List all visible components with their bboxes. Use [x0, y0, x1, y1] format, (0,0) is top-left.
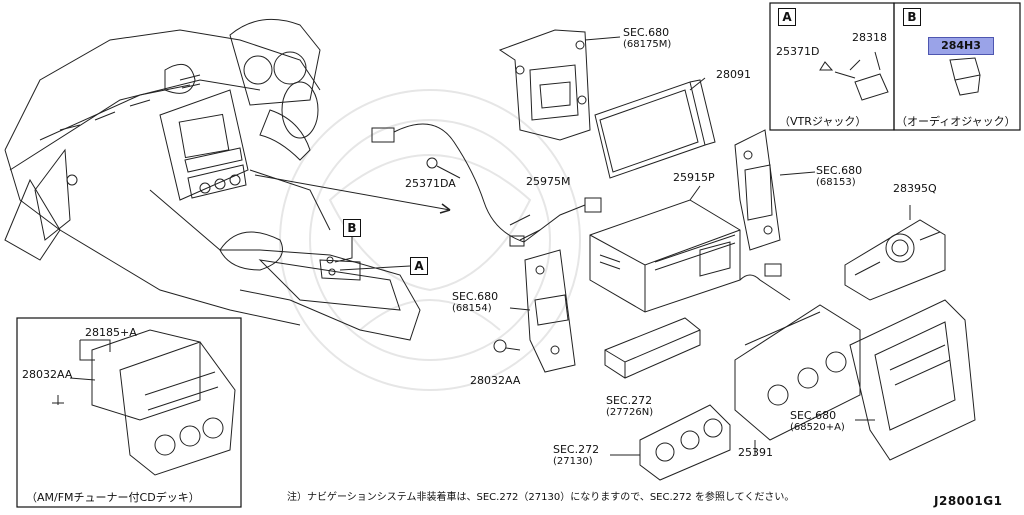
callout-28185A: 28185+A [85, 326, 137, 339]
box-a-caption: （VTRジャック） [779, 115, 867, 128]
sec-ref-27726N[interactable]: SEC.272 (27726N) [606, 395, 653, 419]
sec-ref-label: SEC.272 [553, 443, 600, 456]
heater-controller-27130 [610, 404, 731, 481]
sec-ref-sub: (68520+A) [790, 422, 845, 433]
harness-25975M [371, 123, 602, 247]
callout-28395Q: 28395Q [893, 182, 937, 195]
bezel-68520A [849, 299, 976, 461]
right-bracket [734, 129, 816, 251]
sec-ref-68154[interactable]: SEC.680 (68154) [452, 291, 498, 315]
sec-ref-68175M[interactable]: SEC.680 (68175M) [623, 27, 671, 51]
diagram-reference-code: J28001G1 [934, 494, 1003, 508]
sec-ref-label: SEC.680 [452, 290, 499, 303]
callout-284H3-highlight[interactable]: 284H3 [928, 37, 994, 55]
box-b-tag: B [903, 8, 921, 26]
sec-ref-label: SEC.680 [623, 26, 670, 39]
cd-deck-drawing [52, 329, 236, 476]
dashboard-drawing [4, 18, 421, 341]
watermark-seal [279, 89, 581, 391]
screw-25371DA [426, 157, 461, 179]
screw-28032AA-main [493, 339, 521, 353]
callout-25371D: 25371D [776, 45, 820, 58]
inset-frame [16, 317, 242, 508]
callout-28091: 28091 [716, 68, 751, 81]
audio-control-25391 [734, 263, 861, 455]
sec-ref-label: SEC.272 [606, 394, 653, 407]
sec-ref-sub: (68153) [816, 177, 856, 188]
left-bracket [509, 249, 576, 373]
footnote: 注）ナビゲーションシステム非装着車は、SEC.272（27130）になりますので… [287, 492, 795, 503]
leader-lines [254, 174, 451, 271]
box-b-frame [893, 2, 1021, 131]
box-a-tag: A [778, 8, 796, 26]
vtr-jack-drawing [819, 51, 889, 101]
callout-28318: 28318 [852, 31, 887, 44]
callout-25915P: 25915P [673, 171, 715, 184]
callout-25975M: 25975M [526, 175, 571, 188]
sec-ref-sub: (27726N) [606, 407, 654, 418]
callout-25391: 25391 [738, 446, 773, 459]
audio-jack-drawing [949, 48, 981, 96]
sec-ref-label: SEC.680 [790, 409, 837, 422]
sec-ref-label: SEC.680 [816, 164, 863, 177]
nav-unit-25915P [589, 185, 741, 313]
callout-28032AA-inset: 28032AA [22, 368, 73, 381]
sec-ref-sub: (68175M) [623, 39, 672, 50]
module-27726N [604, 317, 701, 379]
top-bracket [498, 29, 621, 141]
control-panel-28395Q [844, 205, 946, 301]
marker-a[interactable]: A [410, 257, 428, 275]
sec-ref-68153[interactable]: SEC.680 (68153) [816, 165, 862, 189]
sec-ref-sub: (68154) [452, 303, 492, 314]
box-b-caption: （オーディオジャック） [896, 115, 1016, 128]
callout-28032AA-main: 28032AA [470, 374, 521, 387]
sec-ref-sub: (27130) [553, 456, 593, 467]
display-unit-28091 [594, 77, 716, 179]
callout-25371DA: 25371DA [405, 177, 456, 190]
sec-ref-68520A[interactable]: SEC.680 (68520+A) [790, 410, 845, 434]
inset-caption: （AM/FMチューナー付CDデッキ） [26, 491, 200, 504]
sec-ref-27130[interactable]: SEC.272 (27130) [553, 444, 599, 468]
marker-b[interactable]: B [343, 219, 361, 237]
